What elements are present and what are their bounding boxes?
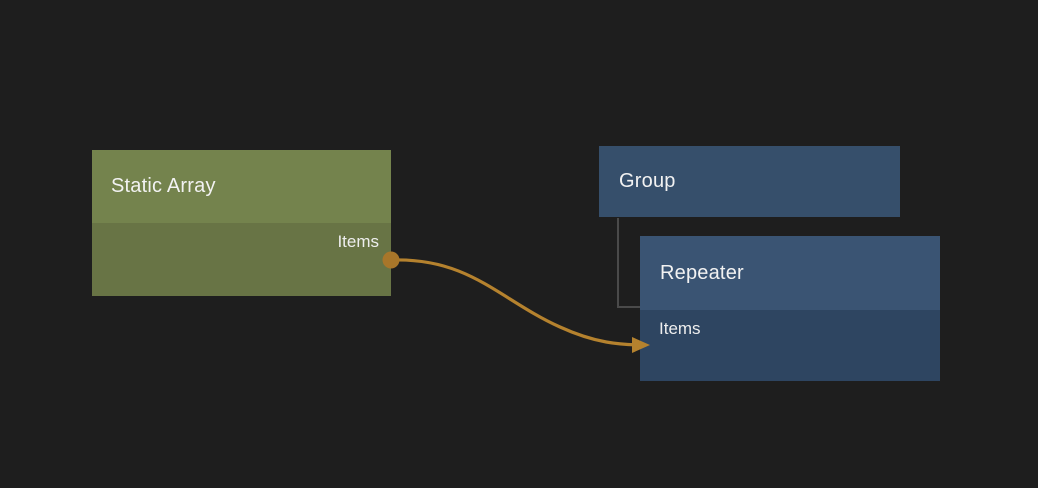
- node-static-array-body: Items: [92, 223, 391, 296]
- node-static-array[interactable]: Static Array Items: [92, 150, 391, 296]
- node-static-array-header[interactable]: Static Array: [92, 150, 391, 223]
- port-row-repeater-items[interactable]: Items: [659, 310, 701, 347]
- node-group-header[interactable]: Group: [599, 146, 900, 217]
- node-group-title: Group: [619, 170, 676, 192]
- node-repeater-header[interactable]: Repeater: [640, 236, 940, 310]
- node-group[interactable]: Group: [599, 146, 900, 217]
- node-repeater-body: Items: [640, 310, 940, 381]
- port-row-static-array-items[interactable]: Items: [337, 223, 379, 260]
- node-repeater-title: Repeater: [660, 261, 744, 284]
- node-static-array-title: Static Array: [111, 175, 216, 197]
- connection-wire-items-to-items[interactable]: [391, 258, 647, 347]
- node-repeater[interactable]: Repeater Items: [640, 236, 940, 381]
- port-label-items: Items: [337, 231, 379, 251]
- port-label-items: Items: [659, 318, 701, 338]
